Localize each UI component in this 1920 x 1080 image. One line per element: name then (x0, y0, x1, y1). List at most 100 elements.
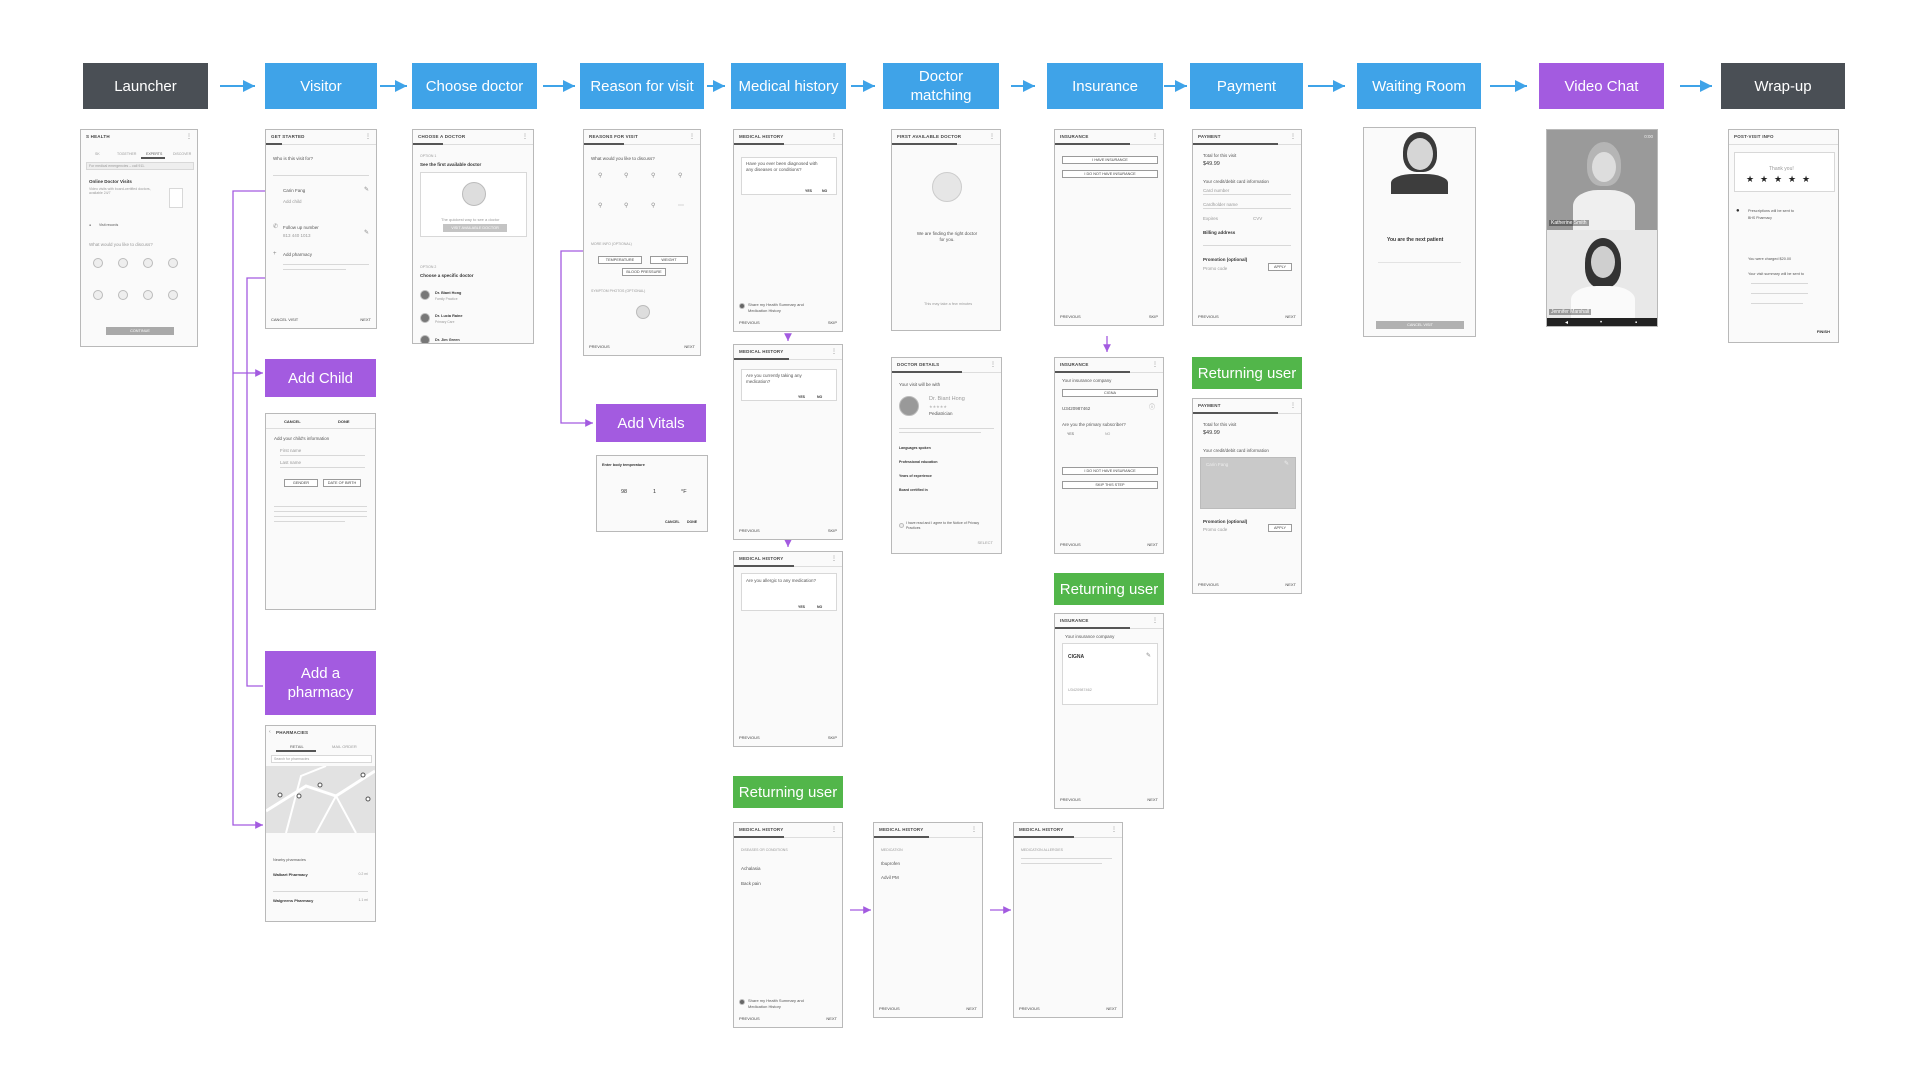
previous-button[interactable]: PREVIOUS (739, 320, 760, 325)
previous-button[interactable]: PREVIOUS (739, 1016, 760, 1021)
no-button[interactable]: NO (822, 189, 828, 193)
select-button[interactable]: SELECT (977, 540, 993, 545)
medication-item[interactable]: Ibuprofen (881, 861, 901, 866)
apply-button[interactable]: APPLY (1268, 524, 1292, 532)
first-name-field[interactable]: First name (280, 448, 302, 453)
back-icon[interactable]: ‹ (269, 729, 271, 735)
symptom-sinus-icon[interactable]: ⚲ (624, 203, 629, 209)
doctor-name[interactable]: Dr. Jim Green (435, 338, 460, 342)
no-button[interactable]: NO (817, 395, 823, 399)
skip-button[interactable]: SKIP (827, 320, 837, 325)
gender-button[interactable]: GENDER (284, 479, 318, 487)
share-health-summary[interactable]: Share my Health Summary and Medication H… (748, 998, 804, 1009)
star-icon[interactable]: ★ (1774, 174, 1783, 184)
cancel-button[interactable]: CANCEL (284, 419, 301, 424)
doctor-name[interactable]: Dr. Lucia Raine (435, 314, 463, 318)
next-button[interactable]: NEXT (684, 344, 695, 349)
pharmacy-item-name[interactable]: Walbart Pharmacy (273, 872, 308, 877)
previous-button[interactable]: PREVIOUS (1060, 797, 1081, 802)
temperature-unit[interactable]: °F (681, 489, 687, 495)
edit-icon[interactable]: ✎ (363, 187, 369, 193)
no-insurance-button[interactable]: I DO NOT HAVE INSURANCE (1062, 170, 1158, 178)
symptom-fever[interactable] (143, 258, 153, 268)
tab-experts[interactable]: EXPERTS (146, 152, 163, 156)
privacy-agreement[interactable]: I have read and I agree to the Notice of… (906, 521, 980, 530)
cardholder-field[interactable]: Cardholder name (1203, 202, 1238, 207)
cvv-field[interactable]: CVV (1253, 216, 1263, 221)
yes-button[interactable]: YES (798, 605, 806, 609)
temperature-button[interactable]: TEMPERATURE (598, 256, 642, 264)
skip-button[interactable]: SKIP (827, 735, 837, 740)
edit-icon[interactable]: ✎ (1283, 461, 1289, 467)
skip-button[interactable]: SKIP (1148, 314, 1158, 319)
yes-button[interactable]: YES (798, 395, 806, 399)
symptom-cold[interactable] (93, 258, 103, 268)
previous-button[interactable]: PREVIOUS (1060, 542, 1081, 547)
insurance-company-input[interactable]: CIGNA (1062, 389, 1158, 397)
no-button[interactable]: NO (817, 605, 823, 609)
symptom-stomach[interactable] (118, 258, 128, 268)
yes-button[interactable]: YES (805, 189, 813, 193)
info-icon[interactable]: ⓘ (1148, 405, 1155, 411)
continue-button[interactable]: CONTINUE (106, 327, 174, 335)
symptom-other-icon[interactable]: ⋯ (678, 203, 684, 209)
pharmacy-map[interactable] (266, 765, 375, 834)
add-child-link[interactable]: Add child (283, 199, 302, 204)
more-icon[interactable]: ⋮ (689, 134, 695, 140)
expires-field[interactable]: Expires (1203, 216, 1219, 221)
doctor-name[interactable]: Dr. Biant Hong (435, 291, 462, 295)
tab-sk[interactable]: SK (95, 152, 100, 156)
tab-together[interactable]: TOGETHER (117, 152, 137, 156)
tab-retail[interactable]: RETAIL (290, 744, 304, 749)
symptom-headache-icon[interactable]: ⚲ (678, 173, 683, 179)
star-icon[interactable]: ★ (1746, 174, 1755, 184)
previous-button[interactable]: PREVIOUS (739, 735, 760, 740)
previous-button[interactable]: PREVIOUS (1060, 314, 1081, 319)
card-number-field[interactable]: Card number (1203, 188, 1230, 193)
medication-item[interactable]: Advil PM (881, 875, 899, 880)
next-button[interactable]: NEXT (1147, 797, 1158, 802)
pharmacy-item-name[interactable]: Walgreens Pharmacy (273, 898, 314, 903)
more-icon[interactable]: ⋮ (522, 134, 528, 140)
next-button[interactable]: NEXT (360, 317, 371, 322)
star-icon[interactable]: ★ (1802, 174, 1811, 184)
last-name-field[interactable]: Last name (280, 460, 302, 465)
yes-radio[interactable]: YES (1067, 432, 1075, 436)
visit-records[interactable]: Visit records (99, 223, 119, 227)
symptom-sinus[interactable] (118, 290, 128, 300)
visitor-person[interactable]: Carin Fang (283, 188, 306, 193)
star-icon[interactable]: ★ (1760, 174, 1769, 184)
symptom-rash-icon[interactable]: ⚲ (598, 203, 603, 209)
camera-icon[interactable]: ▪ (1635, 320, 1638, 326)
have-insurance-button[interactable]: I HAVE INSURANCE (1062, 156, 1158, 164)
previous-button[interactable]: PREVIOUS (589, 344, 610, 349)
share-health-summary[interactable]: Share my Health Summary and Medication H… (748, 302, 804, 313)
cancel-visit-button[interactable]: CANCEL VISIT (1376, 321, 1464, 329)
no-insurance-button[interactable]: I DO NOT HAVE INSURANCE (1062, 467, 1158, 475)
promo-code-field[interactable]: Promo code (1203, 266, 1228, 271)
symptom-stomach-icon[interactable]: ⚲ (624, 173, 629, 179)
condition-item[interactable]: Back pain (741, 881, 761, 886)
weight-button[interactable]: WEIGHT (650, 256, 688, 264)
done-button[interactable]: DONE (338, 419, 350, 424)
symptom-sleep[interactable] (143, 290, 153, 300)
finish-button[interactable]: FINISH (1816, 329, 1830, 334)
previous-button[interactable]: PREVIOUS (1019, 1006, 1040, 1011)
camera-icon[interactable] (636, 305, 650, 319)
member-id[interactable]: U3420987462 (1062, 406, 1091, 411)
symptom-rash[interactable] (93, 290, 103, 300)
vitals-done[interactable]: DONE (687, 520, 698, 524)
previous-button[interactable]: PREVIOUS (879, 1006, 900, 1011)
promo-code-field[interactable]: Promo code (1203, 527, 1228, 532)
edit-icon[interactable]: ✎ (363, 230, 369, 236)
previous-button[interactable]: PREVIOUS (739, 528, 760, 533)
condition-item[interactable]: Achalasia (741, 866, 761, 871)
next-button[interactable]: NEXT (966, 1006, 977, 1011)
mute-icon[interactable]: • (1600, 320, 1603, 326)
tab-discover[interactable]: DISCOVER (173, 152, 192, 156)
follow-up-number[interactable]: 813 440 1013 (283, 233, 311, 238)
temperature-whole[interactable]: 98 (621, 489, 628, 495)
symptom-cold-icon[interactable]: ⚲ (598, 173, 603, 179)
tab-mail-order[interactable]: MAIL ORDER (332, 744, 357, 749)
star-icon[interactable]: ★ (1788, 174, 1797, 184)
